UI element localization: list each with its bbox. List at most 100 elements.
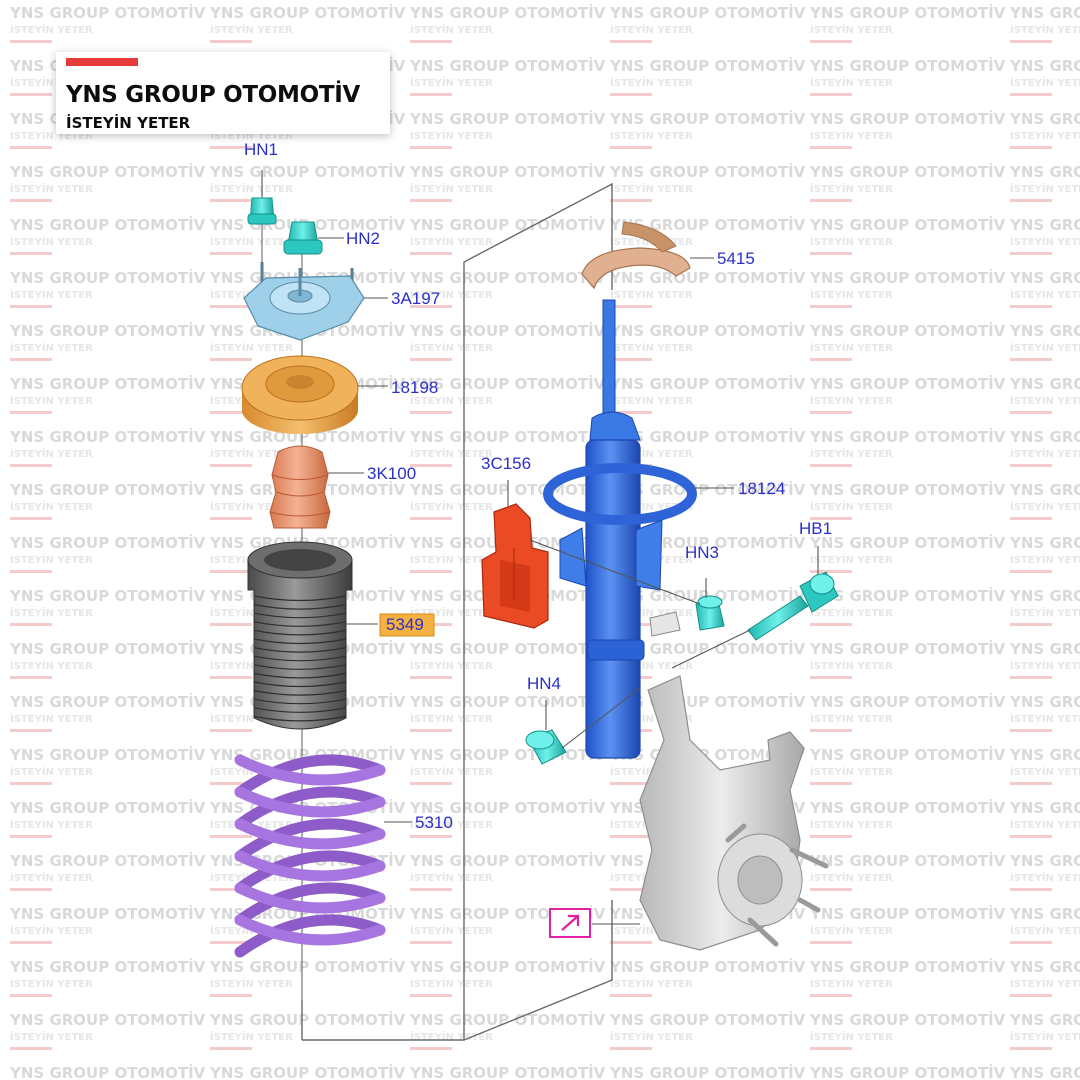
brand-title: YNS GROUP OTOMOTİV [66, 82, 361, 108]
part-18124-strut [543, 299, 697, 759]
svg-text:YNS GROUP OTOMOTİV: YNS GROUP OTOMOTİV [409, 374, 606, 393]
label-hb1: HB1 [799, 519, 832, 538]
svg-text:İSTEYİN YETER: İSTEYİN YETER [810, 817, 893, 831]
label-3a197: 3A197 [391, 289, 440, 308]
highlight-box-5349 [379, 613, 435, 637]
svg-text:YNS GROUP OTOMOTİV: YNS GROUP OTOMOTİV [1009, 374, 1080, 393]
svg-text:YNS GROUP OTOMOTİV: YNS GROUP OTOMOTİV [1009, 109, 1080, 128]
svg-text:YNS GROUP OTOMOTİV: YNS GROUP OTOMOTİV [1009, 692, 1080, 711]
spring-coil [234, 818, 386, 850]
svg-text:YNS GROUP OTOMOTİV: YNS GROUP OTOMOTİV [209, 427, 406, 446]
leader-lines [261, 170, 819, 925]
svg-text:İSTEYİN YETER: İSTEYİN YETER [210, 446, 293, 460]
svg-text:YNS GROUP OTOMOTİV: YNS GROUP OTOMOTİV [409, 268, 606, 287]
svg-text:YNS GROUP OTOMOTİV: YNS GROUP OTOMOTİV [809, 268, 1006, 287]
svg-text:YNS GROUP OTOMOTİV: YNS GROUP OTOMOTİV [609, 480, 806, 499]
svg-text:YNS GROUP OTOMOTİV: YNS GROUP OTOMOTİV [9, 692, 206, 711]
svg-text:YNS GROUP OTOMOTİV: YNS GROUP OTOMOTİV [809, 321, 1006, 340]
svg-text:İSTEYİN YETER: İSTEYİN YETER [610, 1029, 693, 1043]
svg-text:İSTEYİN YETER: İSTEYİN YETER [810, 764, 893, 778]
svg-text:İSTEYİN YETER: İSTEYİN YETER [810, 75, 893, 89]
label-3c156: 3C156 [481, 454, 531, 473]
svg-text:İSTEYİN YETER: İSTEYİN YETER [10, 446, 93, 460]
svg-text:YNS GROUP OTOMOTİV: YNS GROUP OTOMOTİV [9, 3, 206, 22]
svg-text:YNS GROUP OTOMOTİV: YNS GROUP OTOMOTİV [9, 374, 206, 393]
svg-text:YNS GROUP OTOMOTİV: YNS GROUP OTOMOTİV [209, 957, 406, 976]
svg-text:YNS GROUP OTOMOTİV: YNS GROUP OTOMOTİV [9, 639, 206, 658]
svg-text:YNS GROUP OTOMOTİV: YNS GROUP OTOMOTİV [409, 639, 606, 658]
svg-text:İSTEYİN YETER: İSTEYİN YETER [1010, 764, 1080, 778]
svg-text:İSTEYİN YETER: İSTEYİN YETER [1010, 552, 1080, 566]
svg-text:YNS GROUP OTOMOTİV: YNS GROUP OTOMOTİV [409, 109, 606, 128]
svg-text:YNS GROUP OTOMOTİV: YNS GROUP OTOMOTİV [609, 374, 806, 393]
svg-text:İSTEYİN YETER: İSTEYİN YETER [10, 499, 93, 513]
svg-text:YNS GROUP OTOMOTİV: YNS GROUP OTOMOTİV [409, 692, 606, 711]
svg-text:İSTEYİN YETER: İSTEYİN YETER [10, 817, 93, 831]
svg-text:İSTEYİN YETER: İSTEYİN YETER [410, 923, 493, 937]
label-5415: 5415 [717, 249, 755, 268]
link-reference-icon[interactable] [549, 908, 591, 938]
svg-text:İSTEYİN YETER: İSTEYİN YETER [810, 234, 893, 248]
knuckle-assembly [639, 675, 829, 951]
svg-text:YNS GROUP OTOMOTİV: YNS GROUP OTOMOTİV [409, 56, 606, 75]
svg-text:YNS GROUP OTOMOTİV: YNS GROUP OTOMOTİV [409, 957, 606, 976]
svg-text:YNS GROUP OTOMOTİV: YNS GROUP OTOMOTİV [609, 3, 806, 22]
svg-text:YNS GROUP OTOMOTİV: YNS GROUP OTOMOTİV [209, 1063, 406, 1080]
svg-text:YNS GROUP OTOMOTİV: YNS GROUP OTOMOTİV [1009, 1010, 1080, 1029]
svg-text:YNS GROUP OTOMOTİV: YNS GROUP OTOMOTİV [1009, 851, 1080, 870]
svg-text:İSTEYİN YETER: İSTEYİN YETER [1010, 446, 1080, 460]
svg-text:YNS GROUP OTOMOTİV: YNS GROUP OTOMOTİV [809, 957, 1006, 976]
svg-text:İSTEYİN YETER: İSTEYİN YETER [810, 22, 893, 36]
svg-text:YNS GROUP OTOMOTİV: YNS GROUP OTOMOTİV [809, 639, 1006, 658]
svg-text:İSTEYİN YETER: İSTEYİN YETER [10, 234, 93, 248]
svg-text:İSTEYİN YETER: İSTEYİN YETER [610, 128, 693, 142]
svg-text:İSTEYİN YETER: İSTEYİN YETER [410, 22, 493, 36]
svg-text:YNS GROUP OTOMOTİV: YNS GROUP OTOMOTİV [9, 904, 206, 923]
svg-text:İSTEYİN YETER: İSTEYİN YETER [610, 287, 693, 301]
svg-text:YNS GROUP OTOMOTİV: YNS GROUP OTOMOTİV [809, 215, 1006, 234]
assembly-frame [301, 182, 613, 1041]
svg-text:İSTEYİN YETER: İSTEYİN YETER [10, 1029, 93, 1043]
svg-text:İSTEYİN YETER: İSTEYİN YETER [210, 181, 293, 195]
svg-text:İSTEYİN YETER: İSTEYİN YETER [410, 499, 493, 513]
svg-text:YNS GROUP OTOMOTİV: YNS GROUP OTOMOTİV [209, 1010, 406, 1029]
svg-text:İSTEYİN YETER: İSTEYİN YETER [10, 552, 93, 566]
svg-text:İSTEYİN YETER: İSTEYİN YETER [210, 22, 293, 36]
svg-text:YNS GROUP OTOMOTİV: YNS GROUP OTOMOTİV [809, 745, 1006, 764]
svg-text:YNS GROUP OTOMOTİV: YNS GROUP OTOMOTİV [809, 162, 1006, 181]
svg-text:İSTEYİN YETER: İSTEYİN YETER [10, 605, 93, 619]
svg-text:İSTEYİN YETER: İSTEYİN YETER [410, 446, 493, 460]
svg-text:YNS GROUP OTOMOTİV: YNS GROUP OTOMOTİV [9, 1010, 206, 1029]
svg-text:İSTEYİN YETER: İSTEYİN YETER [410, 393, 493, 407]
svg-text:YNS GROUP OTOMOTİV: YNS GROUP OTOMOTİV [9, 1063, 206, 1080]
svg-text:YNS GROUP OTOMOTİV: YNS GROUP OTOMOTİV [9, 321, 206, 340]
svg-text:YNS GROUP OTOMOTİV: YNS GROUP OTOMOTİV [409, 3, 606, 22]
spring-coil [234, 882, 386, 926]
label-5310: 5310 [415, 813, 453, 832]
